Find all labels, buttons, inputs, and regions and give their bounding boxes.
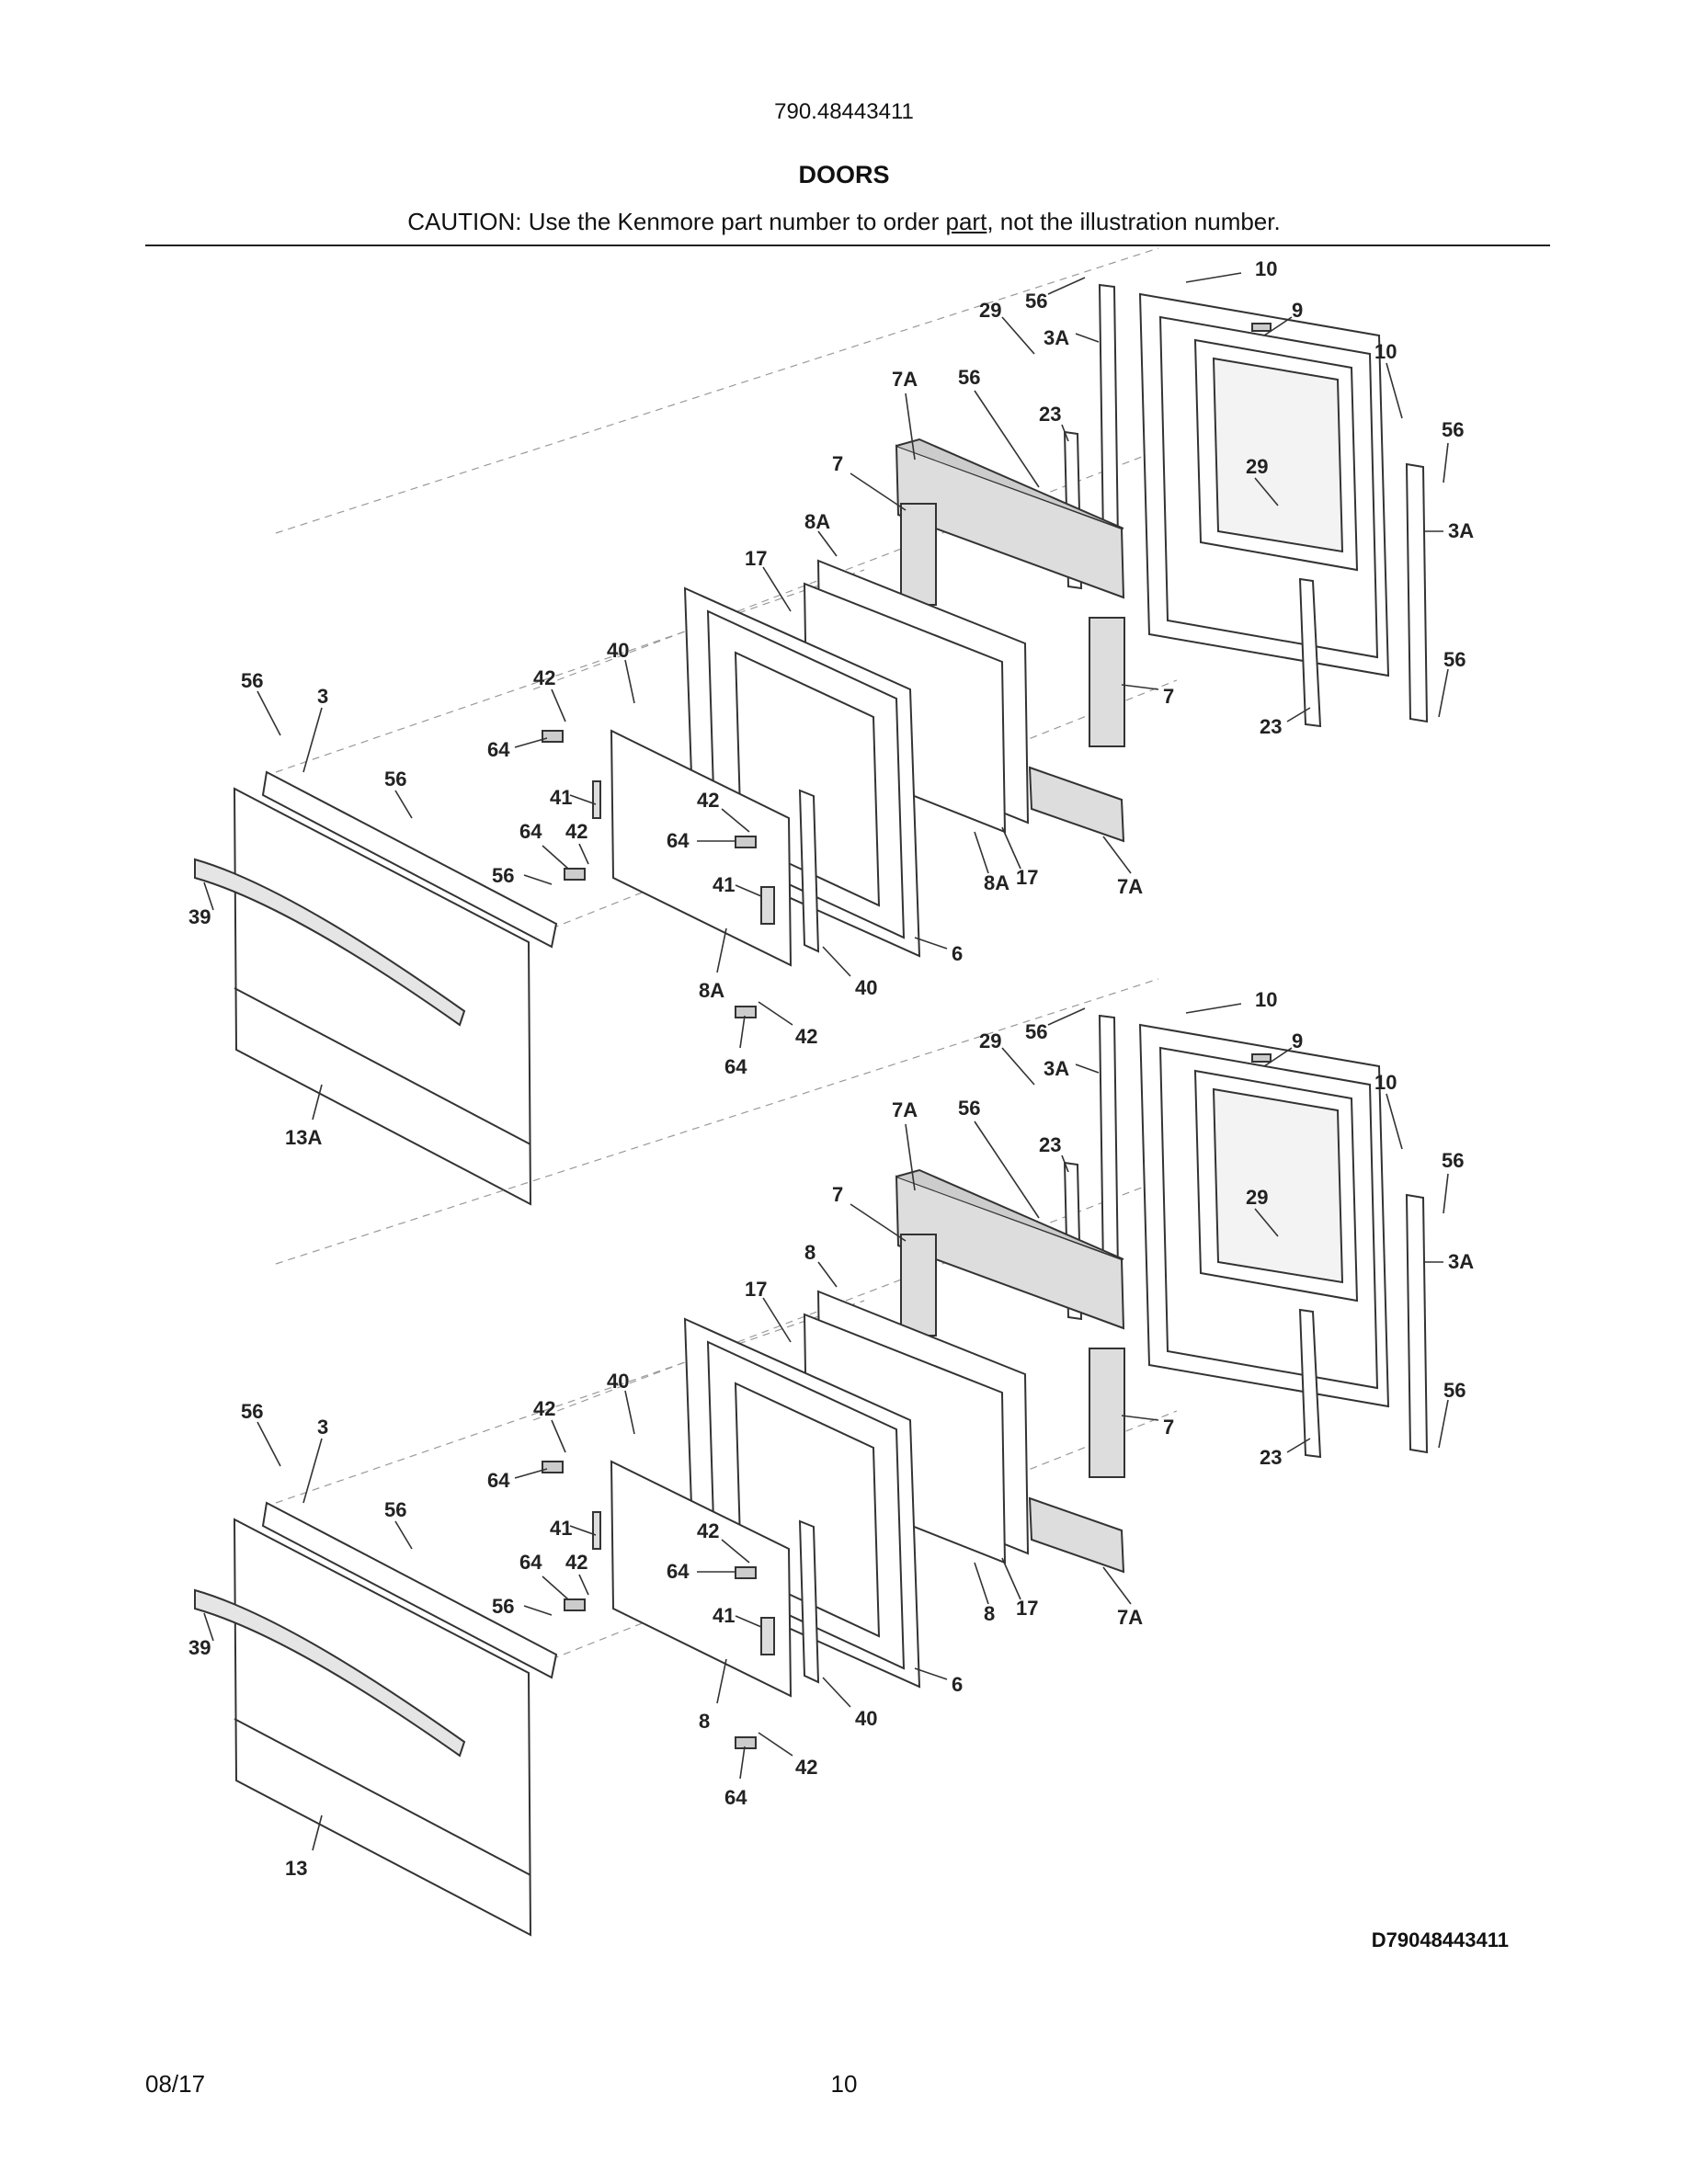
callout: 9 [1292,1029,1303,1052]
callout: 23 [1039,1133,1061,1156]
callout: 56 [1443,1379,1466,1402]
callout: 42 [565,820,587,843]
callout: 6 [952,942,963,965]
page-number: 10 [830,2070,858,2098]
callout: 3A [1448,519,1474,542]
callout: 10 [1255,257,1277,280]
callout: 42 [697,789,719,812]
callout: 56 [1442,418,1464,441]
upper-door-callouts: 10 56 29 9 3A 10 7A 56 56 23 29 7 8A 3A … [188,257,1474,1149]
callout: 13 [285,1857,307,1880]
callout: 9 [1292,299,1303,322]
callout: 42 [795,1756,817,1779]
callout: 23 [1260,715,1282,738]
callout: 56 [492,1595,514,1618]
callout: 7 [1163,1416,1174,1439]
callout: 7A [892,1098,918,1121]
callout: 10 [1374,1071,1397,1094]
callout: 17 [745,1278,767,1301]
callout: 56 [1442,1149,1464,1172]
callout: 56 [492,864,514,887]
callout: 56 [958,1097,980,1120]
callout: 8 [984,1602,995,1625]
callout: 17 [745,547,767,570]
caution-text-end: , not the illustration number. [987,208,1281,235]
callout: 7A [892,368,918,391]
callout: 6 [952,1673,963,1696]
callout: 3A [1448,1250,1474,1273]
callout: 56 [384,1498,406,1521]
caution-text-start: CAUTION: Use the Kenmore part number to … [407,208,946,235]
callout: 13A [285,1126,322,1149]
callout: 42 [697,1519,719,1542]
callout: 56 [958,366,980,389]
callout: 64 [724,1786,747,1809]
callout: 3A [1044,326,1069,349]
callout: 41 [713,873,735,896]
callout: 40 [607,1370,629,1393]
callout: 41 [550,786,572,809]
callout: 39 [188,1636,211,1659]
callout: 64 [519,820,542,843]
callout: 8A [984,871,1009,894]
callout: 42 [533,1397,555,1420]
callout: 10 [1374,340,1397,363]
callout: 8A [804,510,830,533]
model-number: 790.48443411 [774,99,914,124]
callout: 64 [487,738,510,761]
footer-date: 08/17 [145,2070,206,2098]
callout: 17 [1016,866,1038,889]
callout: 42 [795,1025,817,1048]
diagram-code: D79048443411 [1371,1928,1509,1951]
callout: 56 [384,768,406,791]
lower-door-callouts: 10 56 29 9 3A 10 7A 56 56 23 29 7 8 3A 1… [188,988,1474,1880]
callout: 40 [855,1707,877,1730]
callout: 64 [519,1551,542,1574]
callout: 8A [699,979,724,1002]
callout: 64 [667,829,690,852]
callout: 41 [713,1604,735,1627]
callout: 29 [1246,1186,1268,1209]
callout: 64 [667,1560,690,1583]
callout: 56 [241,1400,263,1423]
callout: 40 [607,639,629,662]
page-title: DOORS [798,161,890,188]
lower-door-assembly: 10 56 29 9 3A 10 7A 56 56 23 29 7 8 3A 1… [188,978,1474,1936]
upper-door-assembly: 10 56 29 9 3A 10 7A 56 56 23 29 7 8A 3A … [188,247,1474,1205]
caution-note: CAUTION: Use the Kenmore part number to … [0,208,1688,236]
callout: 7A [1117,875,1143,898]
callout: 3A [1044,1057,1069,1080]
callout: 56 [1443,648,1466,671]
callout: 64 [487,1469,510,1492]
callout: 10 [1255,988,1277,1011]
callout: 40 [855,976,877,999]
callout: 56 [241,669,263,692]
callout: 42 [565,1551,587,1574]
callout: 7 [832,452,843,475]
callout: 3 [317,685,328,708]
callout: 56 [1025,1020,1047,1043]
callout: 8 [699,1710,710,1733]
callout: 23 [1260,1446,1282,1469]
callout: 8 [804,1241,815,1264]
callout: 41 [550,1517,572,1540]
callout: 29 [979,1029,1001,1052]
callout: 56 [1025,290,1047,313]
callout: 29 [1246,455,1268,478]
callout: 17 [1016,1597,1038,1620]
callout: 23 [1039,403,1061,426]
callout: 3 [317,1416,328,1439]
callout: 7 [832,1183,843,1206]
callout: 29 [979,299,1001,322]
callout: 7 [1163,685,1174,708]
callout: 64 [724,1055,747,1078]
header-divider [145,245,1550,246]
caution-part-link[interactable]: part [945,208,987,235]
callout: 7A [1117,1606,1143,1629]
callout: 39 [188,905,211,928]
callout: 42 [533,666,555,689]
